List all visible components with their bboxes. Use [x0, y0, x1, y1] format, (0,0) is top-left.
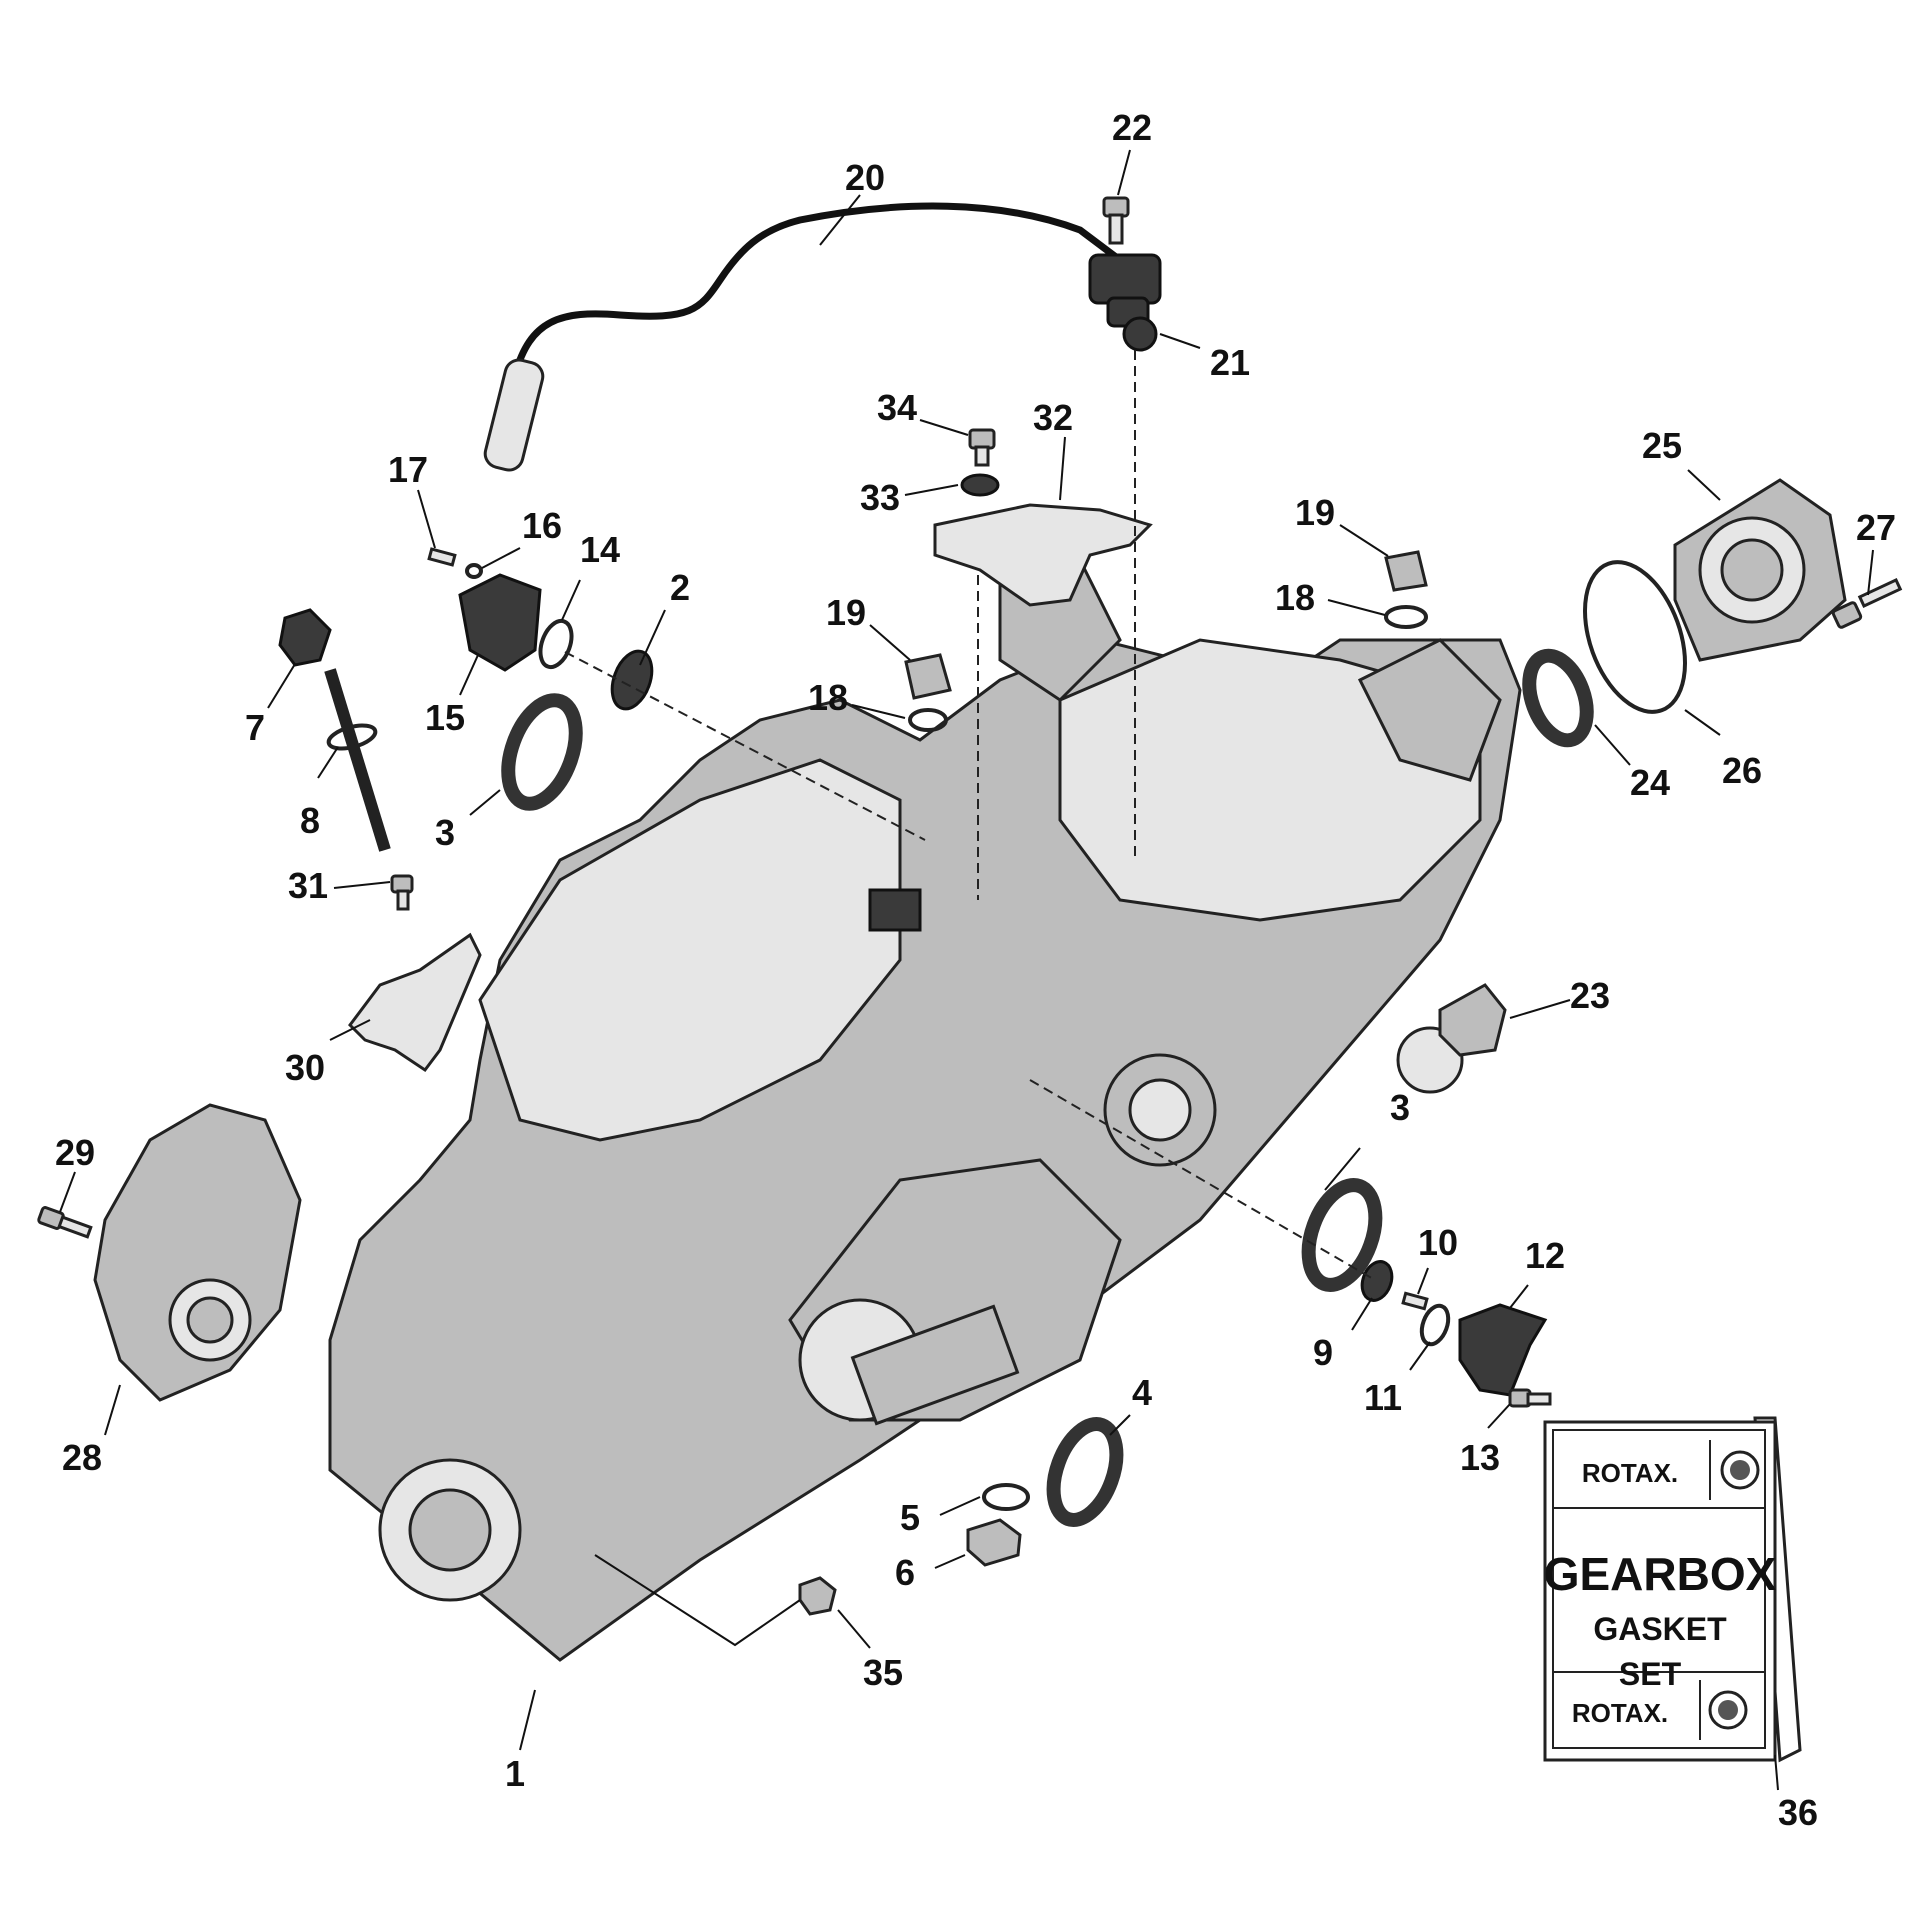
bracket-bolt [390, 874, 414, 911]
fill-plug-ring [982, 1483, 1030, 1511]
callout-14: 14 [580, 529, 620, 570]
pump-bolt [37, 1206, 93, 1239]
mounting-bracket [348, 932, 482, 1073]
callout-35: 35 [863, 1652, 903, 1693]
callout-16: 16 [522, 505, 562, 546]
callout-3-upper: 3 [435, 812, 455, 853]
callout-21: 21 [1210, 342, 1250, 383]
oil-seal-upper [501, 693, 583, 811]
plate-washer [960, 473, 1000, 497]
callout-31: 31 [288, 865, 328, 906]
callout-9: 9 [1313, 1332, 1333, 1373]
card-title: GEARBOX [1544, 1548, 1777, 1600]
callout-19-left: 19 [826, 592, 866, 633]
callout-26: 26 [1722, 750, 1762, 791]
gasket-set-card: ROTAX. GEARBOX GASKET SET ROTAX. [1543, 1416, 1802, 1763]
callout-11: 11 [1364, 1377, 1402, 1418]
callout-7: 7 [245, 707, 265, 748]
callout-5: 5 [900, 1497, 920, 1538]
shift-actuator [458, 573, 542, 672]
pump-cover [93, 1103, 302, 1402]
cover-o-ring [1583, 560, 1687, 714]
housing-cap [1438, 983, 1507, 1057]
card-line-set: SET [1619, 1656, 1682, 1692]
support-plate [933, 503, 1153, 607]
card-brand-top: ROTAX. [1582, 1458, 1678, 1488]
cover-bolt [1831, 578, 1903, 629]
callout-1: 1 [505, 1753, 525, 1794]
callout-17: 17 [388, 449, 428, 490]
callout-6: 6 [895, 1552, 915, 1593]
callout-32: 32 [1033, 397, 1073, 438]
callout-18-right: 18 [1275, 577, 1315, 618]
leader-lines [59, 149, 1874, 1791]
fill-plug [966, 1518, 1022, 1567]
drain-plug-left [904, 653, 952, 700]
actuator-o-ring [538, 618, 574, 670]
callout-2: 2 [670, 567, 690, 608]
sensor-screw [1401, 1291, 1429, 1311]
callout-4: 4 [1132, 1372, 1152, 1413]
dipstick [278, 608, 391, 852]
housing-plug [798, 1576, 837, 1616]
callout-19-right: 19 [1295, 492, 1335, 533]
callout-34: 34 [877, 387, 917, 428]
callout-3-lower: 3 [1390, 1087, 1410, 1128]
plug-ring-right [1384, 605, 1428, 629]
gearbox-housing [328, 558, 1522, 1662]
callout-23: 23 [1570, 975, 1610, 1016]
callout-12: 12 [1525, 1235, 1565, 1276]
callout-36: 36 [1778, 1792, 1818, 1833]
callout-22: 22 [1112, 107, 1152, 148]
card-brand-bottom: ROTAX. [1572, 1698, 1668, 1728]
assembly-lines [564, 350, 1376, 1281]
callout-labels: 1 2 3 3 4 5 6 7 8 9 10 11 12 13 14 15 16… [55, 107, 1896, 1833]
harness-connector [483, 358, 545, 472]
card-line-gasket: GASKET [1593, 1611, 1727, 1647]
small-o-ring [465, 563, 483, 579]
callout-15: 15 [425, 697, 465, 738]
shaft-seal-right [1522, 648, 1594, 748]
callout-24: 24 [1630, 762, 1670, 803]
output-seal [1046, 1417, 1124, 1527]
callout-28: 28 [62, 1437, 102, 1478]
drain-plug-right [1384, 550, 1428, 592]
callout-25: 25 [1642, 425, 1682, 466]
bearing-cover [1673, 478, 1847, 662]
callout-27: 27 [1856, 507, 1896, 548]
sensor-bolt-lower [1508, 1388, 1552, 1408]
dipstick-o-ring [326, 723, 378, 751]
callout-33: 33 [860, 477, 900, 518]
speed-sensor-harness [511, 202, 1123, 376]
callout-8: 8 [300, 800, 320, 841]
sensor-bolt [1102, 196, 1130, 245]
actuator-screw [427, 547, 457, 567]
callout-10: 10 [1418, 1222, 1458, 1263]
plug-ring-left [908, 708, 948, 732]
callout-20: 20 [845, 157, 885, 198]
oil-seal-lower [1301, 1178, 1383, 1292]
speed-sensor [1088, 253, 1162, 352]
position-sensor [1458, 1303, 1548, 1397]
callout-13: 13 [1460, 1437, 1500, 1478]
callout-30: 30 [285, 1047, 325, 1088]
plate-bolt [968, 428, 996, 467]
shaft-bearing [610, 649, 654, 711]
callout-18-left: 18 [808, 677, 848, 718]
callout-29: 29 [55, 1132, 95, 1173]
